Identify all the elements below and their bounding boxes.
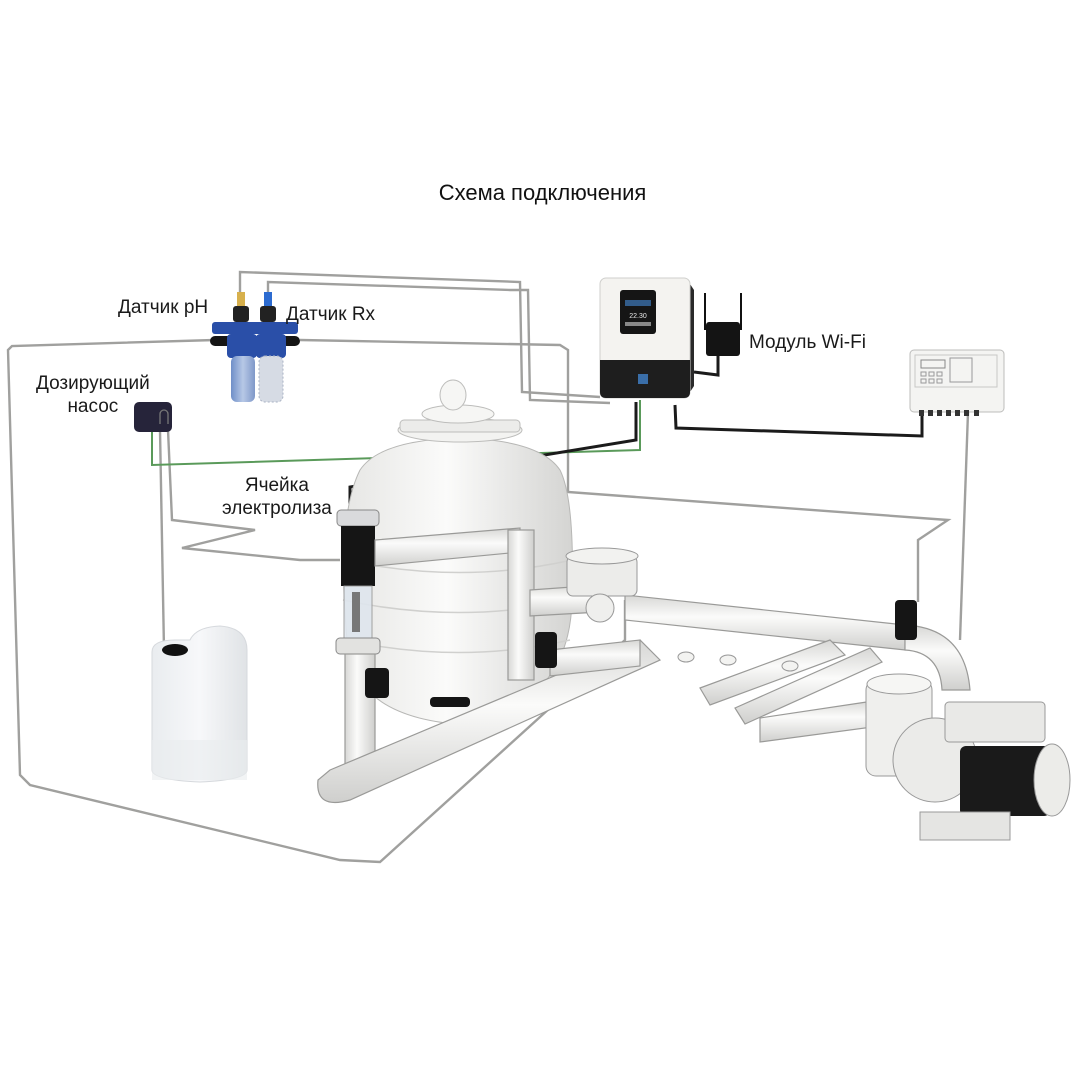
label-dosing-pump-line1: Дозирующий <box>36 373 150 394</box>
cable-sensor-rail <box>299 338 952 602</box>
wifi-module <box>704 293 742 356</box>
controller-reading: 22.30 <box>629 313 647 320</box>
multiport-valve <box>565 547 639 623</box>
electrolysis-controller: 22.30 <box>599 277 694 399</box>
label-dosing-pump: Дозирующий насос <box>36 372 150 418</box>
cable-dosing-injection <box>166 429 340 562</box>
grey-cables <box>6 270 970 864</box>
dosing-pump <box>134 402 172 432</box>
label-ph-sensor: Датчик pH <box>118 297 209 318</box>
ph-sensor <box>227 292 257 402</box>
chemical-canister <box>151 625 248 783</box>
label-electrolysis-cell-line2: электролиза <box>222 498 332 520</box>
rx-sensor <box>256 292 286 403</box>
label-rx-sensor: Датчик Rx <box>286 304 376 325</box>
label-dosing-pump-line2: насос <box>67 396 119 418</box>
cable-timer-down <box>958 411 970 641</box>
controller-logo <box>638 374 648 384</box>
cable-wifi <box>693 355 720 377</box>
label-electrolysis-cell: Ячейка электролиза <box>222 474 332 520</box>
union-valves <box>677 651 799 672</box>
cable-timer-power <box>673 404 924 438</box>
label-wifi-module: Модуль Wi-Fi <box>749 332 866 353</box>
sensor-mount-plate <box>212 322 298 334</box>
cable-dosing-suction <box>158 429 166 651</box>
cable-ph-sensor <box>238 270 601 399</box>
timer-control-box <box>909 349 1005 416</box>
label-electrolysis-cell-line1: Ячейка <box>244 475 309 496</box>
ph-rx-sensor-block <box>210 292 300 403</box>
diagram-title: Схема подключения <box>438 180 647 205</box>
circulation-pump <box>865 673 1071 841</box>
electrolysis-cell <box>335 509 381 655</box>
ball-valves <box>365 600 917 707</box>
controller-screen <box>620 290 656 334</box>
cable-rx-sensor <box>266 280 611 405</box>
cable-sensor-loop <box>6 338 627 864</box>
